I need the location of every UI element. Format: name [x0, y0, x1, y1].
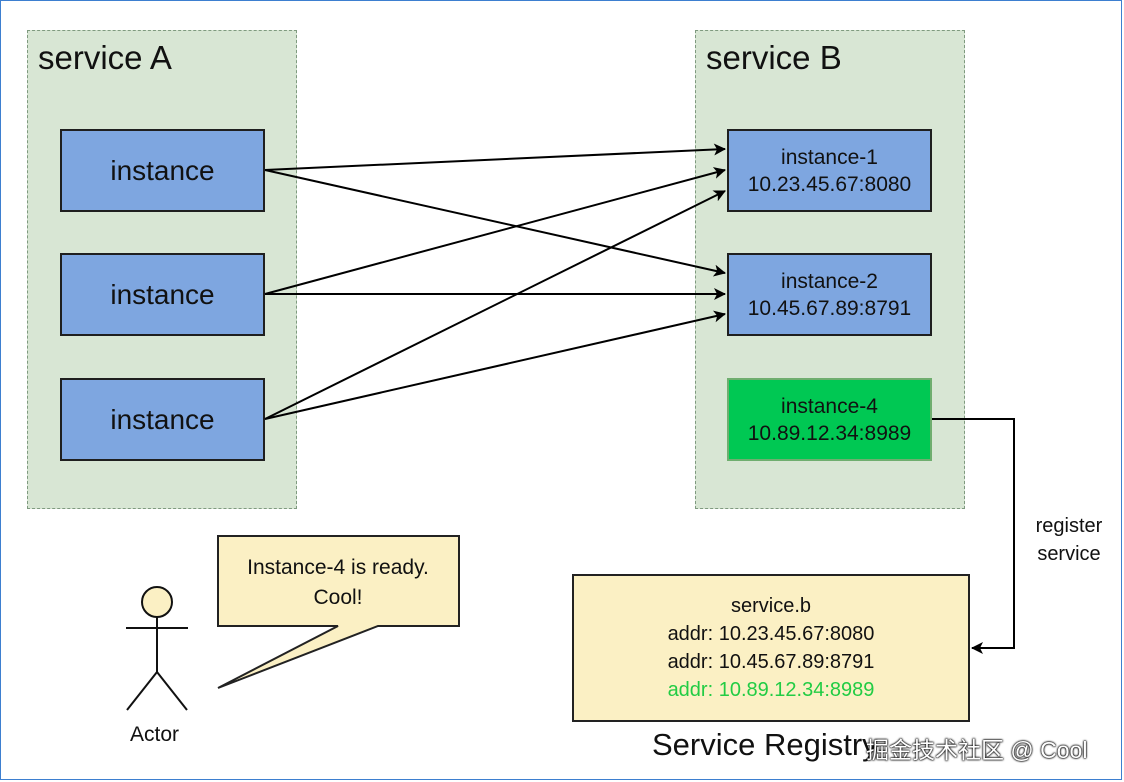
instance-label: instance [110, 403, 215, 435]
instance-name: instance-2 [781, 269, 878, 293]
instance-addr: 10.45.67.89:8791 [747, 296, 912, 320]
speech-line: Cool! [313, 586, 363, 609]
register-service-arrow [932, 418, 1015, 654]
service-b-title: service B [706, 39, 842, 76]
service-registry-title: Service Registry [652, 727, 878, 762]
arrow-a3-b1 [264, 190, 726, 420]
service-b-instance-4[interactable]: instance-4 10.89.12.34:8989 [727, 378, 932, 461]
instance-addr: 10.89.12.34:8989 [747, 421, 912, 445]
register-label-line: register [1035, 515, 1103, 537]
arrow-a1-b1 [264, 143, 726, 171]
registry-service-name: service.b [730, 595, 812, 617]
arrow-a2-b1 [264, 167, 726, 295]
service-a-instance-2[interactable]: instance [60, 253, 265, 336]
registry-addr: addr: 10.45.67.89:8791 [667, 651, 875, 673]
service-b-instance-1[interactable]: instance-1 10.23.45.67:8080 [727, 129, 932, 212]
register-label: register service [1014, 512, 1124, 568]
instance-name: instance-1 [781, 145, 878, 169]
service-a-instance-3[interactable]: instance [60, 378, 265, 461]
instance-label: instance [110, 154, 215, 186]
registry-addr: addr: 10.23.45.67:8080 [667, 623, 875, 645]
arrow-a1-b2 [264, 169, 726, 277]
register-label-line: service [1037, 543, 1101, 565]
service-b-instance-2[interactable]: instance-2 10.45.67.89:8791 [727, 253, 932, 336]
actor-figure [126, 586, 188, 711]
speech-bubble [217, 535, 460, 689]
watermark: 掘金技术社区 @ Cool [866, 737, 1088, 763]
speech-line: Instance-4 is ready. [247, 556, 429, 579]
registry-addr-new: addr: 10.89.12.34:8989 [667, 679, 875, 701]
arrow-a3-b2 [264, 310, 726, 420]
speech-bubble-text: Instance-4 is ready. Cool! [218, 553, 458, 613]
service-a-instance-1[interactable]: instance [60, 129, 265, 212]
service-registry-box[interactable]: service.b addr: 10.23.45.67:8080 addr: 1… [572, 574, 970, 722]
service-a-title: service A [38, 39, 172, 76]
instance-label: instance [110, 278, 215, 310]
actor-label: Actor [130, 723, 180, 746]
instance-addr: 10.23.45.67:8080 [747, 172, 912, 196]
instance-name: instance-4 [781, 394, 878, 418]
